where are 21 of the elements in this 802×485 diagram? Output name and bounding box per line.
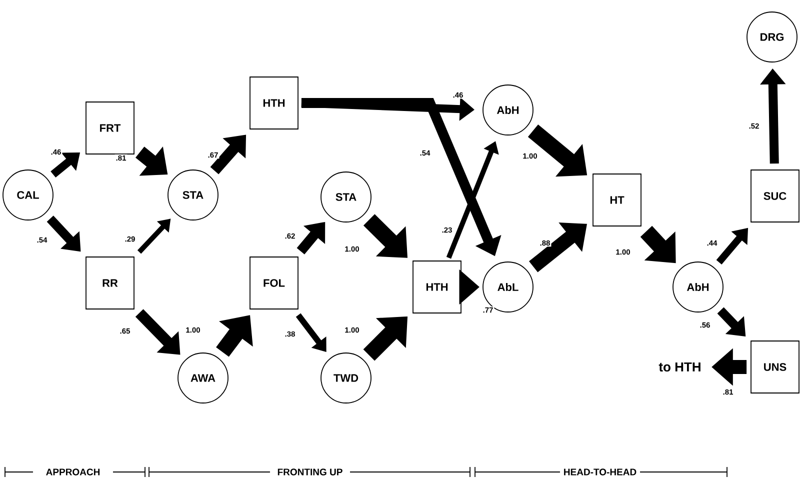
circle-node: AbH xyxy=(482,84,534,136)
square-box: SUC xyxy=(750,170,800,222)
circle-node: AbH xyxy=(672,262,724,312)
circle-node: STA xyxy=(168,170,218,220)
circle-node: TWD xyxy=(320,352,372,404)
phase-label: FRONTING UP xyxy=(274,466,346,478)
text-label: to HTH xyxy=(658,362,700,372)
square-box: RR xyxy=(86,256,134,310)
circle-node: DRG xyxy=(746,12,798,62)
arrow xyxy=(363,214,408,258)
square-box: FRT xyxy=(86,102,134,154)
circle-node: STA xyxy=(320,172,372,222)
circle-node: CAL xyxy=(2,170,54,220)
square-box: HTH xyxy=(250,76,298,130)
circle-node: AWA xyxy=(178,352,228,404)
square-box: FOL xyxy=(250,256,298,310)
square-box: HT xyxy=(592,174,642,226)
phase-label: APPROACH xyxy=(42,466,104,478)
arrow xyxy=(529,222,587,272)
phase-label: HEAD-TO-HEAD xyxy=(560,466,640,478)
square-box: UNS xyxy=(750,340,800,394)
